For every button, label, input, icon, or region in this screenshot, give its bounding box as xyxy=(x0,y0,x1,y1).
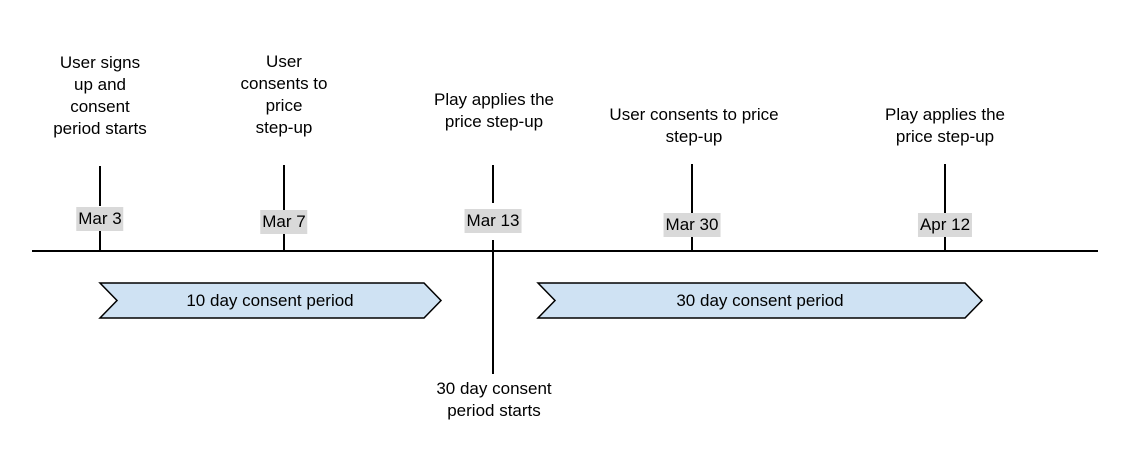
event-caption-mar-7: User consents to price step-up xyxy=(241,51,328,139)
event-caption-apr-12: Play applies the price step-up xyxy=(885,104,1005,148)
caption-line: period starts xyxy=(447,401,541,420)
event-caption-mar-30: User consents to price step-up xyxy=(609,104,778,148)
period-chevron-10-day xyxy=(98,282,443,319)
caption-line: 30 day consent xyxy=(436,379,552,398)
date-label-mar-3: Mar 3 xyxy=(76,207,124,231)
caption-line: step-up xyxy=(665,127,723,146)
date-label-mar-13: Mar 13 xyxy=(464,209,522,233)
date-label-apr-12: Apr 12 xyxy=(917,213,973,237)
period-chevron-30-day xyxy=(536,282,984,319)
caption-line: Play applies the xyxy=(884,105,1006,124)
caption-line: Play applies the xyxy=(433,90,555,109)
caption-line: up and xyxy=(73,75,126,94)
period-label-30-day: 30 day consent period xyxy=(676,291,844,310)
date-label-mar-30: Mar 30 xyxy=(663,213,721,237)
event-below-caption-mar-13: 30 day consent period starts xyxy=(436,378,551,422)
event-caption-mar-13: Play applies the price step-up xyxy=(434,89,554,133)
caption-line: price xyxy=(265,96,303,115)
caption-line: price step-up xyxy=(444,112,544,131)
caption-line: period starts xyxy=(53,119,147,138)
date-label-mar-7: Mar 7 xyxy=(260,210,308,234)
caption-line: User consents to price xyxy=(609,105,779,124)
caption-line: User xyxy=(266,52,302,71)
caption-line: price step-up xyxy=(895,127,995,146)
caption-line: step-up xyxy=(255,118,313,137)
event-caption-mar-3: User signs up and consent period starts xyxy=(53,52,147,140)
caption-line: consents to xyxy=(240,74,328,93)
caption-line: User signs xyxy=(59,53,141,72)
caption-line: consent xyxy=(70,97,130,116)
period-label-10-day: 10 day consent period xyxy=(186,291,354,310)
